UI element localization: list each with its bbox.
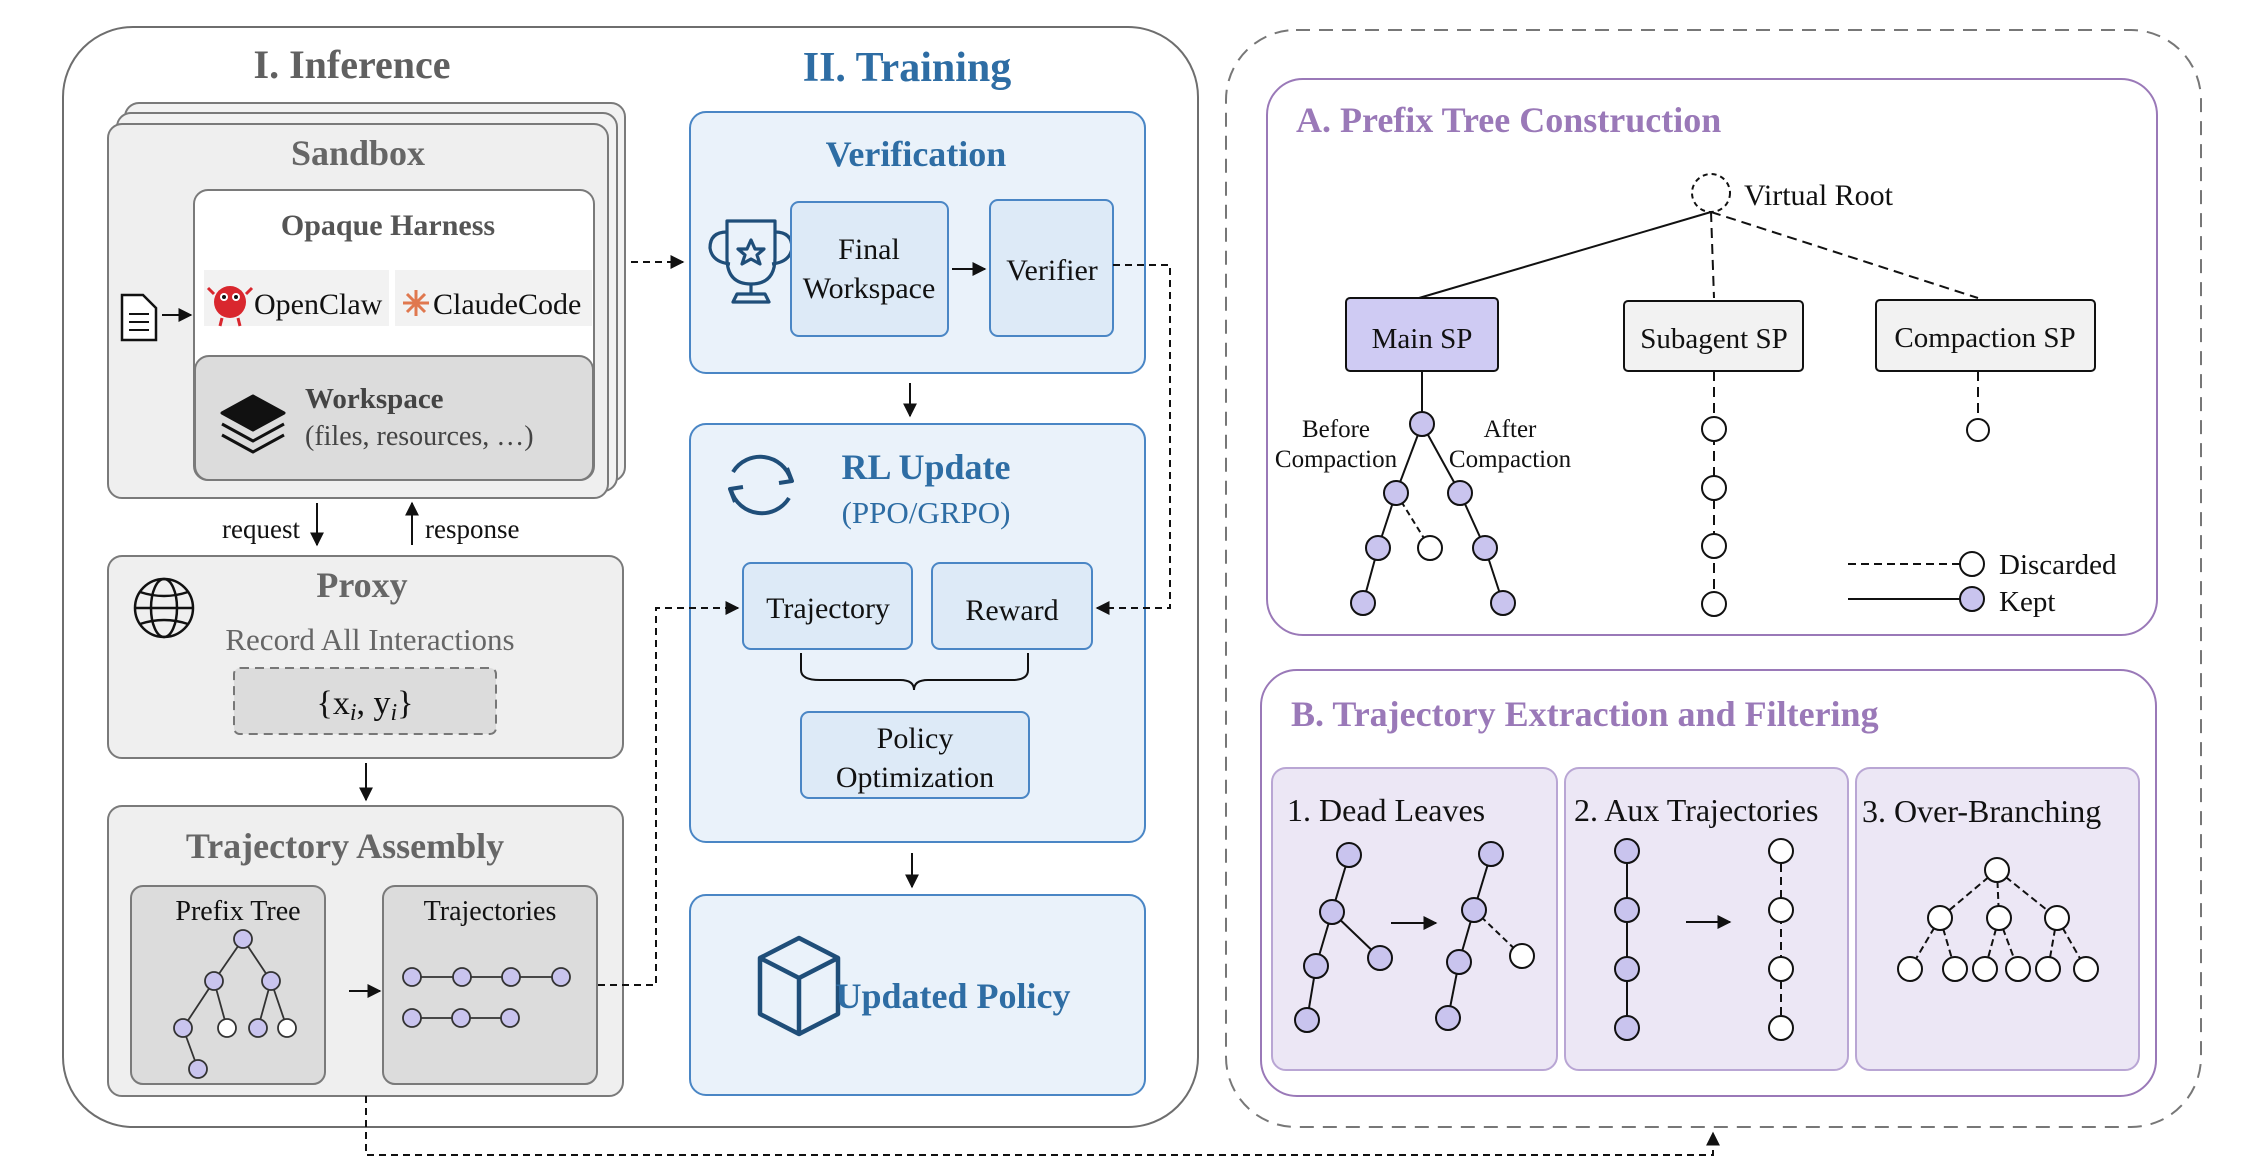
aux-trajectories-label: 2. Aux Trajectories: [1574, 792, 1818, 828]
rl-update-title: RL Update: [841, 447, 1010, 487]
proxy-title: Proxy: [316, 565, 407, 605]
opaque-harness-title: Opaque Harness: [281, 209, 495, 242]
openclaw-label: OpenClaw: [254, 288, 383, 321]
after-compaction-line2: Compaction: [1449, 446, 1572, 473]
trajectories-to-trajectory-connector: [598, 601, 740, 986]
final-workspace-line2: Workspace: [803, 272, 936, 305]
dead-leaves-label: 1. Dead Leaves: [1287, 792, 1485, 828]
response-label: response: [425, 514, 519, 544]
dead-leaves-after-tree: [1435, 841, 1535, 1031]
over-branching-label: 3. Over-Branching: [1862, 793, 2101, 829]
compaction-sp-label: Compaction SP: [1894, 322, 2075, 354]
layers-icon: [220, 394, 286, 454]
workspace-title: Workspace: [305, 383, 444, 415]
virtual-root-label: Virtual Root: [1744, 179, 1894, 212]
interaction-formula: {xi, yi}: [317, 685, 414, 726]
globe-icon: [133, 577, 195, 639]
verification-title: Verification: [826, 134, 1007, 174]
verifier-label: Verifier: [1006, 254, 1098, 287]
trajectory-assembly-title: Trajectory Assembly: [186, 826, 504, 866]
updated-policy-title: Updated Policy: [835, 976, 1070, 1016]
dead-leaves-before-tree: [1294, 842, 1393, 1033]
document-icon: [120, 293, 158, 342]
before-compaction-line1: Before: [1302, 416, 1370, 443]
final-workspace-line1: Final: [838, 233, 900, 266]
verifier-box: [989, 199, 1114, 337]
legend: [1848, 551, 1985, 612]
prefix-tree-construction-title: A. Prefix Tree Construction: [1296, 100, 1721, 140]
over-branching-tree: [1897, 857, 2099, 982]
trajectories-label: Trajectories: [424, 896, 557, 927]
proxy-subtitle: Record All Interactions: [225, 622, 514, 657]
compaction-sp-box: [1875, 299, 2096, 372]
virtual-root-node: [1691, 173, 1731, 213]
updated-policy-box: [689, 894, 1146, 1096]
after-compaction-line1: After: [1484, 416, 1537, 443]
reward-box: [931, 562, 1093, 650]
training-title: II. Training: [803, 45, 1012, 91]
compaction-chain: [1966, 371, 1990, 442]
final-workspace-box: [790, 201, 949, 337]
main-sp-label: Main SP: [1372, 323, 1473, 355]
before-compaction-line2: Compaction: [1275, 446, 1398, 473]
aux-after-chain: [1768, 838, 1794, 1041]
workspace-desc: (files, resources, …): [305, 421, 534, 452]
extraction-filtering-title: B. Trajectory Extraction and Filtering: [1291, 694, 1879, 734]
mini-prefix-tree: [173, 929, 297, 1079]
sandbox-title: Sandbox: [291, 133, 425, 173]
reward-label: Reward: [965, 594, 1058, 627]
mini-trajectories: [402, 967, 571, 1028]
legend-kept: Kept: [1999, 586, 2055, 618]
rl-update-subtitle: (PPO/GRPO): [842, 495, 1011, 530]
cube-icon: [757, 935, 841, 1037]
aux-before-chain: [1614, 838, 1640, 1041]
trajectory-box: [742, 562, 913, 650]
verifier-to-reward-connector: [1095, 264, 1171, 615]
merge-brace: [800, 653, 1029, 691]
legend-discarded: Discarded: [1999, 549, 2117, 581]
policy-optimization-box: [800, 711, 1030, 799]
prefix-tree-label: Prefix Tree: [175, 896, 300, 927]
policy-optimization-line2: Optimization: [836, 761, 994, 794]
inference-title: I. Inference: [254, 42, 451, 87]
openclaw-icon: [206, 286, 254, 327]
trajectory-label: Trajectory: [766, 592, 890, 625]
policy-optimization-line1: Policy: [877, 722, 954, 755]
request-label: request: [222, 514, 300, 544]
claudecode-label: ClaudeCode: [433, 288, 581, 321]
claudecode-icon: [403, 290, 429, 316]
interaction-record-box: [233, 667, 497, 735]
main-sp-tree: [1350, 371, 1516, 616]
trajectories-box: [382, 885, 598, 1085]
trophy-icon: [708, 219, 794, 304]
subagent-chain: [1701, 371, 1727, 617]
refresh-icon: [728, 454, 794, 516]
assembly-to-right-panel-connector: [365, 1096, 1720, 1156]
workspace-box: [194, 355, 594, 481]
subagent-sp-label: Subagent SP: [1640, 323, 1787, 355]
